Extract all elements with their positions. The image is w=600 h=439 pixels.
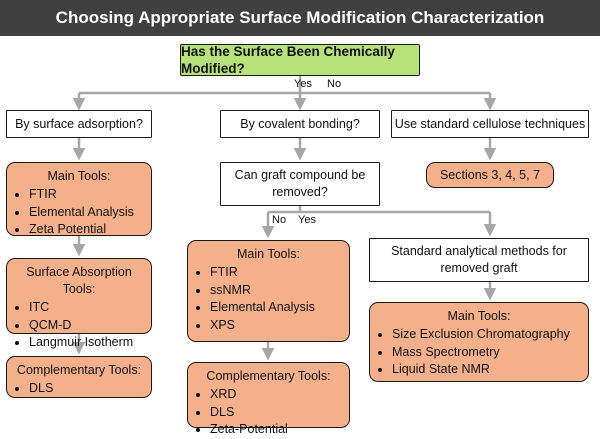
middle-main-tools-box: Main Tools: FTIR ssNMR Elemental Analysi… [187,240,350,342]
question-chemically-modified-text: Has the Surface Been Chemically Modified… [181,44,395,76]
list-item: Elemental Analysis [29,204,143,222]
top-yes-label: Yes [294,78,312,90]
by-covalent-bonding-text: By covalent bonding? [240,116,360,131]
list-item: XPS [210,317,341,335]
left-main-tools-box: Main Tools: FTIR Elemental Analysis Zeta… [6,162,152,236]
sections-text: Sections 3, 4, 5, 7 [439,167,541,182]
by-surface-adsorption-box: By surface adsorption? [6,110,152,138]
standard-cellulose-box: Use standard cellulose techniques [391,110,589,138]
list-item: DLS [29,380,143,398]
list-item: ITC [29,299,143,317]
by-covalent-bonding-box: By covalent bonding? [220,110,380,138]
top-no-label: No [327,78,342,90]
by-surface-adsorption-text: By surface adsorption? [15,116,143,131]
graft-no-label: No [272,214,287,226]
left-complementary-tools-title: Complementary Tools: [16,363,142,377]
sections-box: Sections 3, 4, 5, 7 [426,162,554,188]
standard-cellulose-text: Use standard cellulose techniques [394,116,586,131]
list-item: Size Exclusion Chromatography [392,326,580,344]
middle-complementary-tools-title: Complementary Tools: [206,369,331,383]
graft-removed-question-text: Can graft compound be removed? [234,168,366,199]
list-item: XRD [210,386,341,404]
list-item: FTIR [29,186,143,204]
left-main-tools-title: Main Tools: [47,169,111,183]
middle-main-tools-title: Main Tools: [237,247,300,261]
question-chemically-modified: Has the Surface Been Chemically Modified… [180,44,420,76]
right-main-tools-box: Main Tools: Size Exclusion Chromatograph… [369,302,589,382]
list-item: Elemental Analysis [210,299,341,317]
left-complementary-tools-box: Complementary Tools: DLS [6,356,152,398]
diagram-title: Choosing Appropriate Surface Modificatio… [0,0,600,36]
standard-analytical-methods-box: Standard analytical methods for removed … [369,238,589,282]
surface-absorption-tools-box: Surface Absorption Tools: ITC QCM-D Lang… [6,258,152,349]
list-item: Zeta-Potential [210,421,341,439]
graft-removed-question-box: Can graft compound be removed? [220,162,380,206]
list-item: ssNMR [210,282,341,300]
list-item: Mass Spectrometry [392,344,580,362]
graft-yes-label: Yes [298,214,316,226]
right-main-tools-title: Main Tools: [447,309,511,323]
list-item: Langmuir Isotherm [29,334,143,352]
list-item: DLS [210,404,341,422]
list-item: FTIR [210,264,341,282]
list-item: Zeta Potential [29,221,143,239]
standard-analytical-methods-text: Standard analytical methods for removed … [391,244,567,275]
middle-complementary-tools-box: Complementary Tools: XRD DLS Zeta-Potent… [187,362,350,436]
list-item: Liquid State NMR [392,361,580,379]
list-item: QCM-D [29,317,143,335]
surface-absorption-tools-title: Surface Absorption Tools: [26,265,132,296]
